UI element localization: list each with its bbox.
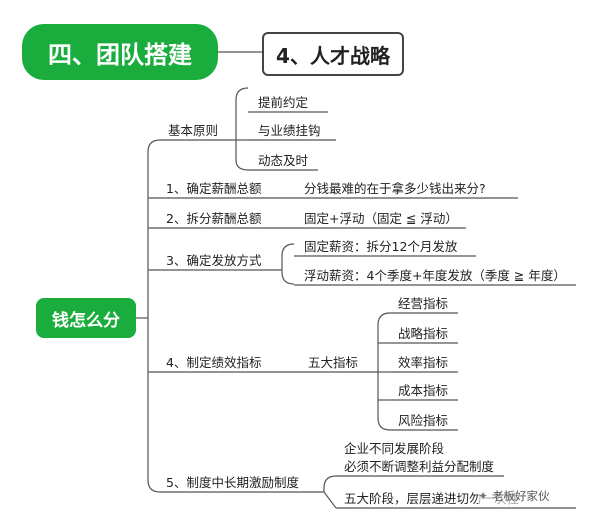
branch-2[interactable]: 2、拆分薪酬总额 [166,211,262,226]
branch-1[interactable]: 1、确定薪酬总额 [166,181,262,196]
main-title-node[interactable]: 四、团队搭建 [22,24,218,80]
main-title: 四、团队搭建 [48,40,192,69]
leaf-b4-2[interactable]: 效率指标 [398,355,449,370]
leaf-b5-1[interactable]: 必须不断调整利益分配制度 [344,459,495,474]
leaf-b4-4[interactable]: 风险指标 [398,413,449,428]
leaf-b4-0[interactable]: 经营指标 [398,296,449,311]
leaf-b0-0[interactable]: 提前约定 [258,95,309,110]
sub-title: 4、人才战略 [276,43,390,68]
root-label: 钱怎么分 [52,310,120,331]
b4-middle[interactable]: 五大指标 [308,355,359,370]
leaf-b5-0[interactable]: 企业不同发展阶段 [344,441,445,456]
leaf-b4-1[interactable]: 战略指标 [398,326,449,341]
watermark: ✦ 老板好家伙 [478,488,550,504]
branch-basic-principles[interactable]: 基本原则 [168,123,219,138]
watermark-text: 老板好家伙 [492,489,550,503]
leaf-b0-2[interactable]: 动态及时 [258,153,309,168]
leaf-b2-0[interactable]: 固定+浮动（固定 ≦ 浮动） [304,211,458,226]
leaf-b0-1[interactable]: 与业绩挂钩 [258,123,321,138]
leaf-b3-0[interactable]: 固定薪资：拆分12个月发放 [304,239,458,254]
sub-title-node[interactable]: 4、人才战略 [262,32,404,76]
leaf-b5-2[interactable]: 五大阶段，层层递进切勿一次性 [344,491,520,506]
branch-3[interactable]: 3、确定发放方式 [166,253,262,268]
wechat-icon: ✦ [478,489,489,503]
leaf-b3-1[interactable]: 浮动薪资：4个季度+年度发放（季度 ≧ 年度） [304,268,566,283]
root-node[interactable]: 钱怎么分 [36,298,136,338]
leaf-b4-3[interactable]: 成本指标 [398,383,449,398]
branch-4[interactable]: 4、制定绩效指标 [166,355,262,370]
leaf-b1-0[interactable]: 分钱最难的在于拿多少钱出来分? [304,181,486,196]
branch-5[interactable]: 5、制度中长期激励制度 [166,475,299,490]
